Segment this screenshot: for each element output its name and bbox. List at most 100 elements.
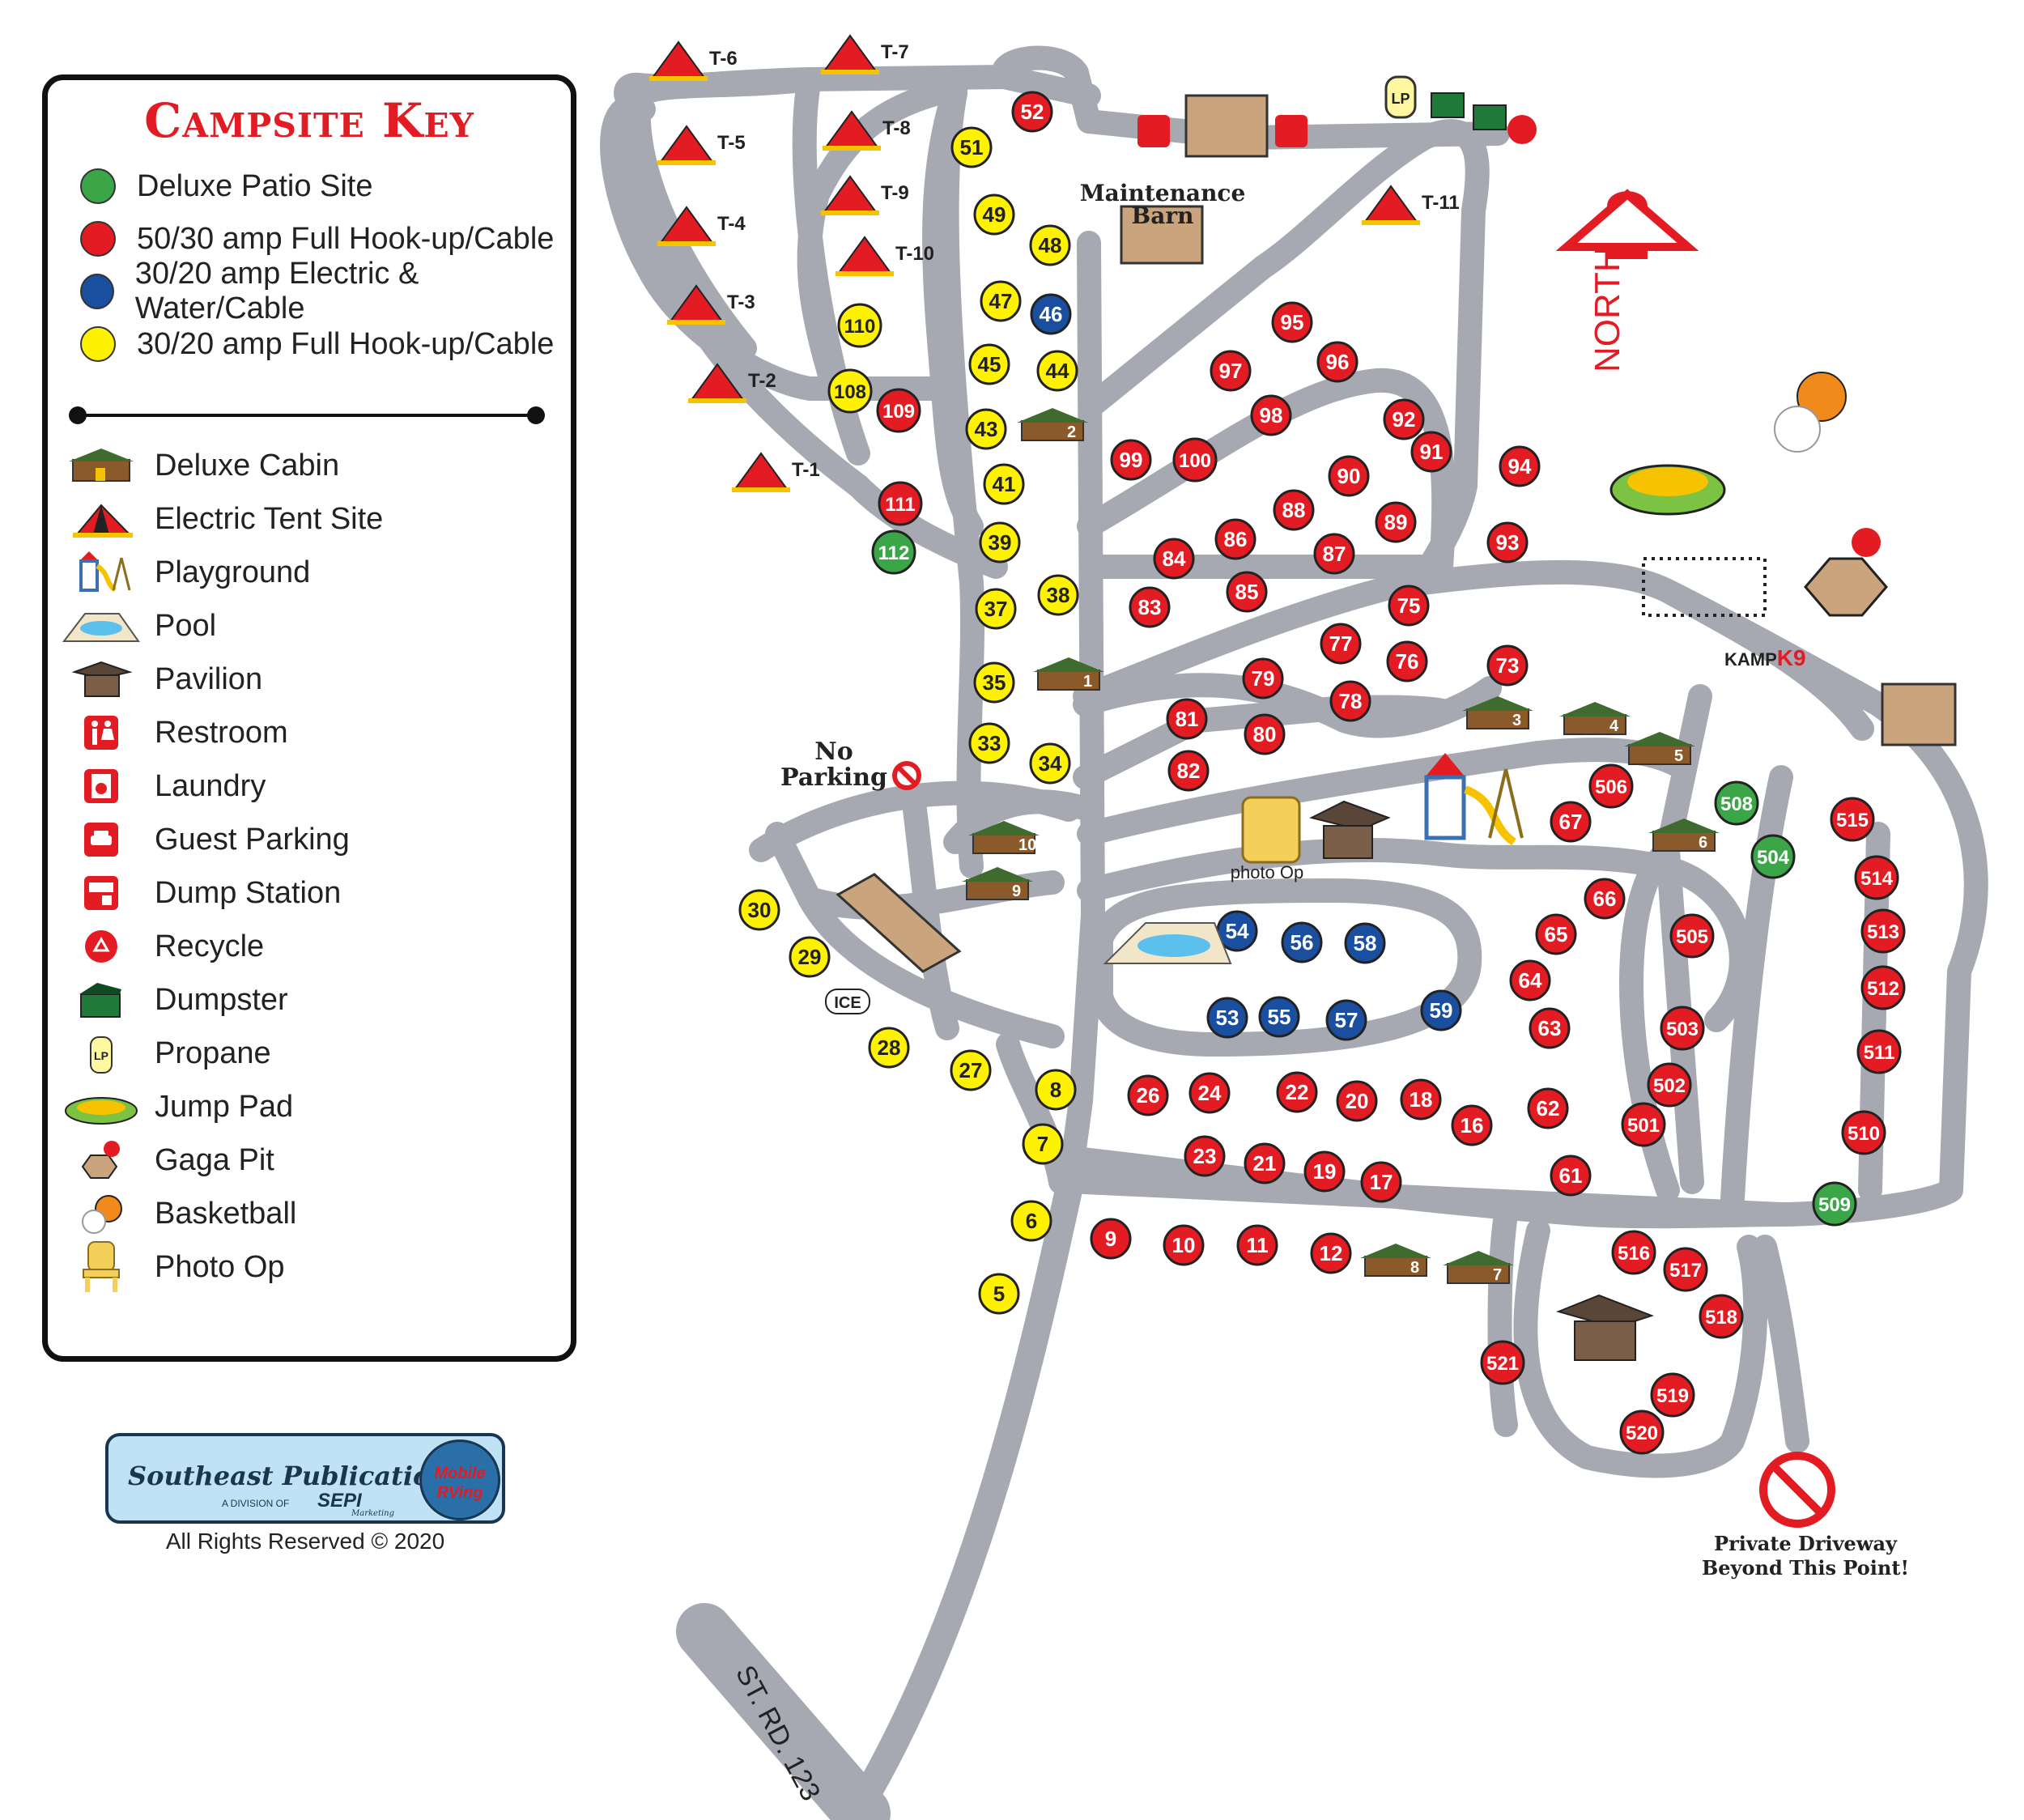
amenity-row: Basketball — [61, 1189, 296, 1239]
site-marker-red — [1328, 455, 1370, 497]
site-marker-yellow — [983, 463, 1025, 505]
site-marker-green — [1714, 780, 1759, 826]
blue-dot-icon — [80, 274, 114, 309]
site-number: 108 — [834, 381, 866, 403]
ice-label: ICE — [825, 989, 870, 1014]
site-number: 27 — [959, 1058, 983, 1082]
site-marker-red — [1830, 797, 1875, 842]
site-number: 45 — [978, 352, 1001, 376]
site-number: 26 — [1137, 1083, 1160, 1108]
site-marker-red — [1129, 586, 1171, 628]
site-number: 82 — [1177, 759, 1201, 783]
site-marker-yellow — [968, 722, 1010, 764]
site-marker-red — [1167, 750, 1210, 792]
key-divider — [69, 406, 545, 424]
site-marker-red — [1166, 698, 1208, 740]
amenity-label: Pavilion — [155, 661, 263, 696]
site-number: 53 — [1216, 1006, 1239, 1030]
maintenance-barn: Maintenance Barn — [1080, 94, 1269, 265]
amenity-row: Guest Parking — [61, 814, 350, 865]
amenity-label: Propane — [155, 1035, 271, 1070]
site-number: 99 — [1120, 448, 1143, 472]
site-number: 58 — [1354, 931, 1377, 955]
site-marker-red — [1360, 1161, 1402, 1203]
site-marker-red — [1303, 1150, 1346, 1193]
restroom-icon — [61, 708, 142, 757]
site-number: 84 — [1163, 546, 1186, 571]
tent-base — [657, 160, 716, 165]
site-number: 10 — [1172, 1233, 1196, 1257]
site-number: 55 — [1268, 1005, 1291, 1029]
site-marker-red — [1550, 801, 1592, 843]
mobile-rving-badge: Mobile RVing — [419, 1439, 500, 1520]
site-number: 7 — [1037, 1132, 1048, 1156]
site-number: 509 — [1818, 1194, 1851, 1216]
publisher-division: A DIVISION OF — [222, 1498, 290, 1509]
north-arrow: NORTH — [1555, 189, 1699, 372]
site-number: 18 — [1410, 1087, 1433, 1112]
tent-base — [732, 487, 790, 492]
site-marker-red — [1336, 1080, 1378, 1122]
cabin-number: 2 — [1067, 423, 1076, 441]
site-marker-yellow — [979, 521, 1021, 563]
site-marker-red — [1486, 521, 1529, 563]
site-marker-yellow — [978, 1273, 1020, 1315]
campsite-key: Campsite Key Deluxe Patio Site 50/30 amp… — [42, 74, 576, 1362]
parking-north — [1137, 115, 1170, 147]
site-number: 79 — [1252, 666, 1275, 691]
site-marker-yellow — [1029, 224, 1071, 266]
amenity-label: Playground — [155, 555, 311, 589]
site-marker-yellow — [973, 193, 1015, 236]
cabin-roof — [1360, 1244, 1431, 1258]
pool-icon — [61, 602, 142, 650]
tent-site-label: T-10 — [895, 243, 934, 265]
site-marker-red — [1184, 1135, 1226, 1177]
site-marker-red — [1236, 1224, 1278, 1266]
site-number: 94 — [1508, 454, 1532, 478]
ice-text: ICE — [834, 994, 861, 1012]
tent-icon — [733, 452, 789, 490]
site-marker-blue — [1258, 996, 1300, 1038]
site-number: 49 — [983, 202, 1006, 227]
site-marker-yellow — [1029, 742, 1071, 785]
site-marker-green — [1812, 1181, 1857, 1227]
key-label: 50/30 amp Full Hook-up/Cable — [137, 221, 555, 256]
cabin-number: 5 — [1674, 747, 1683, 765]
tent-site-label: T-11 — [1422, 192, 1460, 214]
site-number: 21 — [1253, 1151, 1277, 1176]
site-marker-red — [1386, 640, 1428, 682]
site-number: 97 — [1219, 359, 1243, 383]
amenity-row: Recycle — [61, 921, 264, 972]
tent-site-label: T-9 — [881, 182, 909, 204]
tent-icon — [823, 34, 878, 72]
site-number: 67 — [1559, 810, 1583, 834]
site-marker-red — [1854, 855, 1899, 900]
amenity-row: Pavilion — [61, 654, 262, 704]
tent-icon — [659, 125, 714, 163]
key-row-30-20-electric: 30/20 amp Electric & Water/Cable — [80, 257, 571, 325]
site-number: 504 — [1757, 847, 1790, 869]
tent-site-label: T-5 — [717, 132, 746, 154]
tent-site-label: T-2 — [748, 370, 776, 392]
amenity-label: Recycle — [155, 929, 265, 963]
site-number: 17 — [1370, 1170, 1393, 1194]
site-marker-red — [1329, 680, 1371, 722]
copyright-notice: All Rights Reserved © 2020 — [165, 1529, 445, 1554]
yellow-dot-icon — [80, 326, 116, 362]
site-number: 521 — [1486, 1353, 1519, 1375]
cabin-icon — [972, 833, 1035, 854]
cabin-icon — [1563, 714, 1626, 735]
site-marker-blue — [1344, 922, 1386, 964]
svg-text:LP: LP — [94, 1049, 108, 1062]
publisher-brand-sub: Marketing — [351, 1509, 395, 1518]
site-marker-red — [1310, 1232, 1352, 1274]
site-marker-red — [1699, 1294, 1744, 1339]
site-marker-red — [1214, 518, 1256, 560]
site-marker-red — [1210, 350, 1252, 392]
site-marker-red — [1313, 533, 1355, 575]
site-number: 44 — [1046, 359, 1069, 383]
amenity-label: Guest Parking — [155, 822, 350, 857]
site-marker-red — [1320, 623, 1362, 665]
pavilion-icon — [61, 655, 142, 704]
site-number: 512 — [1867, 978, 1899, 1000]
